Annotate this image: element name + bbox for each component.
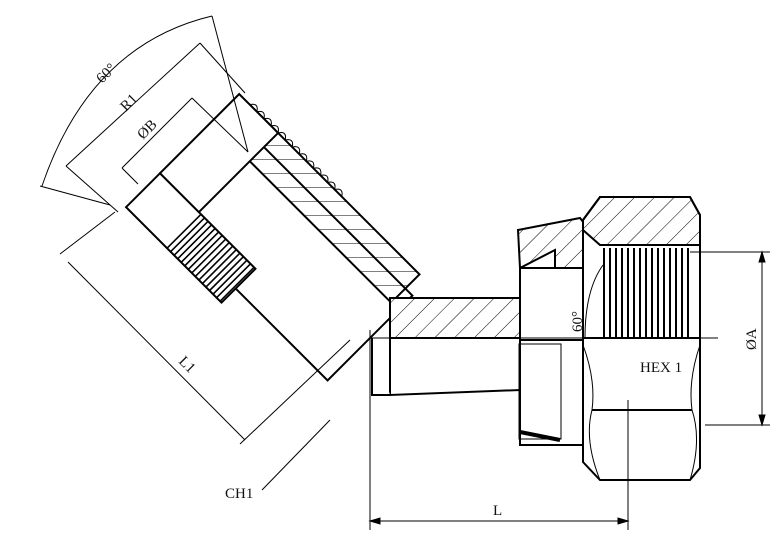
dimension-lines: [39, 15, 770, 530]
thread-lines: [166, 213, 255, 302]
flange: [519, 339, 584, 446]
bend-outline: [371, 338, 390, 397]
nut-internal-thread: [603, 248, 689, 338]
dia-a-label: ØA: [744, 328, 760, 350]
l-label: L: [493, 503, 502, 519]
section-thread-profile: [249, 103, 343, 197]
end-face: [158, 92, 280, 214]
ch1-label: CH1: [225, 486, 253, 502]
flange-face: [518, 343, 562, 440]
r1-label: R1: [118, 91, 142, 115]
angle-top-label: 60°: [94, 61, 120, 87]
flange-edge: [519, 430, 561, 442]
nut-section: [582, 196, 701, 246]
dia-b-label: ØB: [135, 117, 161, 143]
hex-chamfer-curves: [582, 344, 701, 481]
body-section: [389, 297, 521, 339]
seat-angle-label: 60°: [570, 311, 586, 332]
hex1-label: HEX 1: [640, 360, 682, 376]
angled-leg: [124, 92, 421, 382]
